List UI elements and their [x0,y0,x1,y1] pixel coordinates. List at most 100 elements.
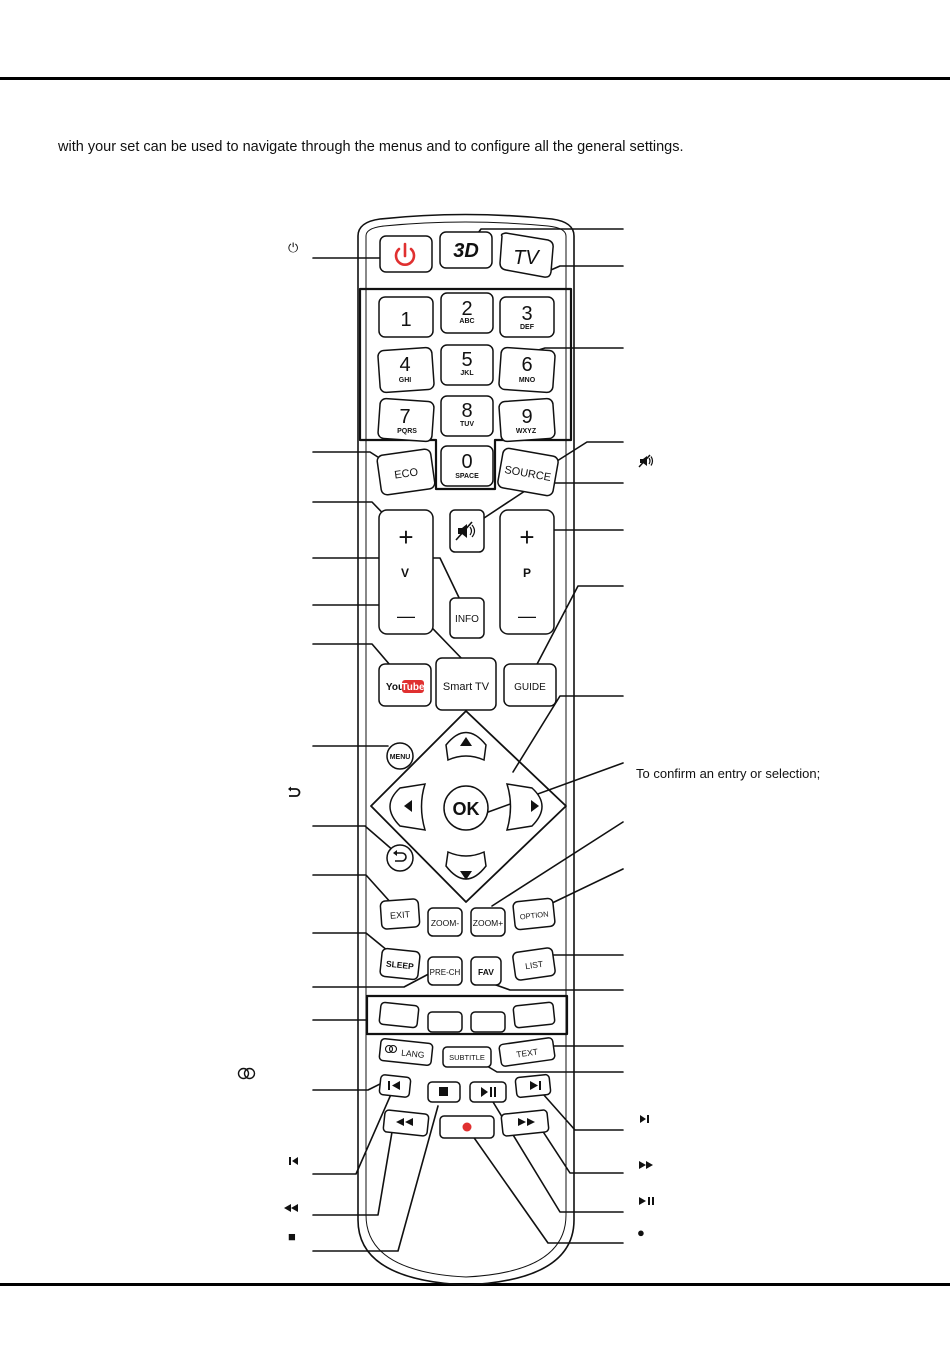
digit-7-button[interactable] [377,397,435,443]
color-key-1[interactable] [378,1001,420,1029]
option-button[interactable] [512,897,556,931]
record-symbol: ● [637,1225,645,1240]
digit-1-button[interactable] [378,296,434,338]
digit-6-letters: MNO [519,377,536,384]
digit-2-button[interactable] [440,292,494,334]
list-label: LIST [525,959,544,971]
skip-forward-icon [638,1114,650,1124]
color-key-2[interactable] [427,1011,463,1033]
subtitle-label: SUBTITLE [449,1053,485,1062]
3d-button[interactable] [439,231,493,269]
digit-0-letters: SPACE [455,473,479,480]
color-key-3[interactable] [470,1011,506,1033]
menu-button[interactable] [386,742,414,770]
volume-label: V [401,566,409,580]
rewind-key-icon [396,1118,413,1126]
up-button[interactable] [445,731,487,762]
pre-ch-label: PRE-CH [430,968,461,977]
stop-key-icon [439,1087,448,1096]
digit-8-letters: TUV [460,421,474,428]
ok-label: OK [453,799,480,819]
fast-forward-key-icon [518,1118,535,1126]
volume-plus: + [398,522,413,552]
digit-0-button[interactable] [440,445,494,487]
lang-label: LANG [401,1048,425,1060]
digit-9: 9 [521,406,532,428]
digit-6-button[interactable] [498,346,556,394]
dual-circle-icon [237,1067,257,1080]
digit-9-letters: WXYZ [516,428,537,435]
source-button[interactable] [497,447,559,497]
fast-forward-button[interactable] [500,1109,550,1137]
digit-5-letters: JKL [460,370,474,377]
digit-2-letters: ABC [459,318,474,325]
up-arrow-icon [460,737,472,746]
sleep-label: SLEEP [386,959,415,972]
exit-button[interactable] [379,898,421,930]
youtube-badge [402,680,424,693]
left-arrow-icon [404,800,412,812]
ok-button[interactable] [443,785,489,831]
return-button[interactable] [386,844,414,872]
program-label: P [523,566,531,580]
prev-key-icon [388,1081,400,1090]
right-arrow-icon [531,800,539,812]
info-label: INFO [455,614,479,625]
digit-8: 8 [461,400,472,422]
program-rocker[interactable] [499,509,555,635]
play-pause-key-icon [481,1087,496,1097]
digit-3-letters: DEF [520,324,535,331]
rewind-icon [282,1203,300,1213]
eco-label: ECO [394,466,420,481]
digit-4-button[interactable] [377,346,435,394]
pre-ch-button[interactable] [427,956,463,986]
volume-rocker[interactable] [378,509,434,635]
zoom-minus-label: ZOOM- [431,918,459,928]
return-button-icon [393,850,407,862]
tv-label: TV [513,247,540,269]
digit-0: 0 [461,451,472,473]
digit-9-button[interactable] [498,397,556,443]
digit-8-button[interactable] [440,395,494,437]
exit-label: EXIT [390,909,411,920]
text-button[interactable] [498,1037,556,1067]
zoom-minus-button[interactable] [427,907,463,937]
down-button[interactable] [445,850,487,880]
guide-button[interactable] [503,663,557,707]
program-plus: + [519,522,534,552]
play-pause-icon [638,1196,656,1206]
zoom-plus-label: ZOOM+ [473,918,503,928]
digit-4: 4 [399,354,410,376]
mute-button-icon [455,521,476,541]
youtube-you: You [386,682,404,693]
rewind-button[interactable] [382,1109,430,1137]
program-minus: — [518,606,536,626]
zoom-plus-button[interactable] [470,907,506,937]
skip-back-icon [288,1156,300,1166]
digit-3-button[interactable] [499,296,555,338]
color-key-4[interactable] [512,1001,556,1029]
digit-2: 2 [461,298,472,320]
top-rule [0,77,950,80]
digit-7: 7 [399,406,410,428]
right-button[interactable] [505,783,543,831]
record-key-icon [462,1122,472,1132]
digit-5-button[interactable] [440,344,494,386]
eco-button[interactable] [376,448,436,496]
list-button[interactable] [512,947,556,981]
mute-icon [638,454,656,468]
fav-label: FAV [478,967,494,977]
sleep-button[interactable] [379,947,421,981]
intro-text: with your set can be used to navigate th… [58,139,684,155]
digit-7-letters: PQRS [397,428,417,435]
digit-6: 6 [521,354,532,376]
lang-circles-icon [384,1044,398,1054]
menu-label: MENU [390,754,411,761]
smart-tv-button[interactable] [435,657,497,711]
volume-minus: — [397,606,415,626]
subtitle-button[interactable] [442,1046,492,1068]
fav-button[interactable] [470,956,502,986]
info-button[interactable] [449,597,485,639]
tv-button[interactable] [499,232,554,278]
